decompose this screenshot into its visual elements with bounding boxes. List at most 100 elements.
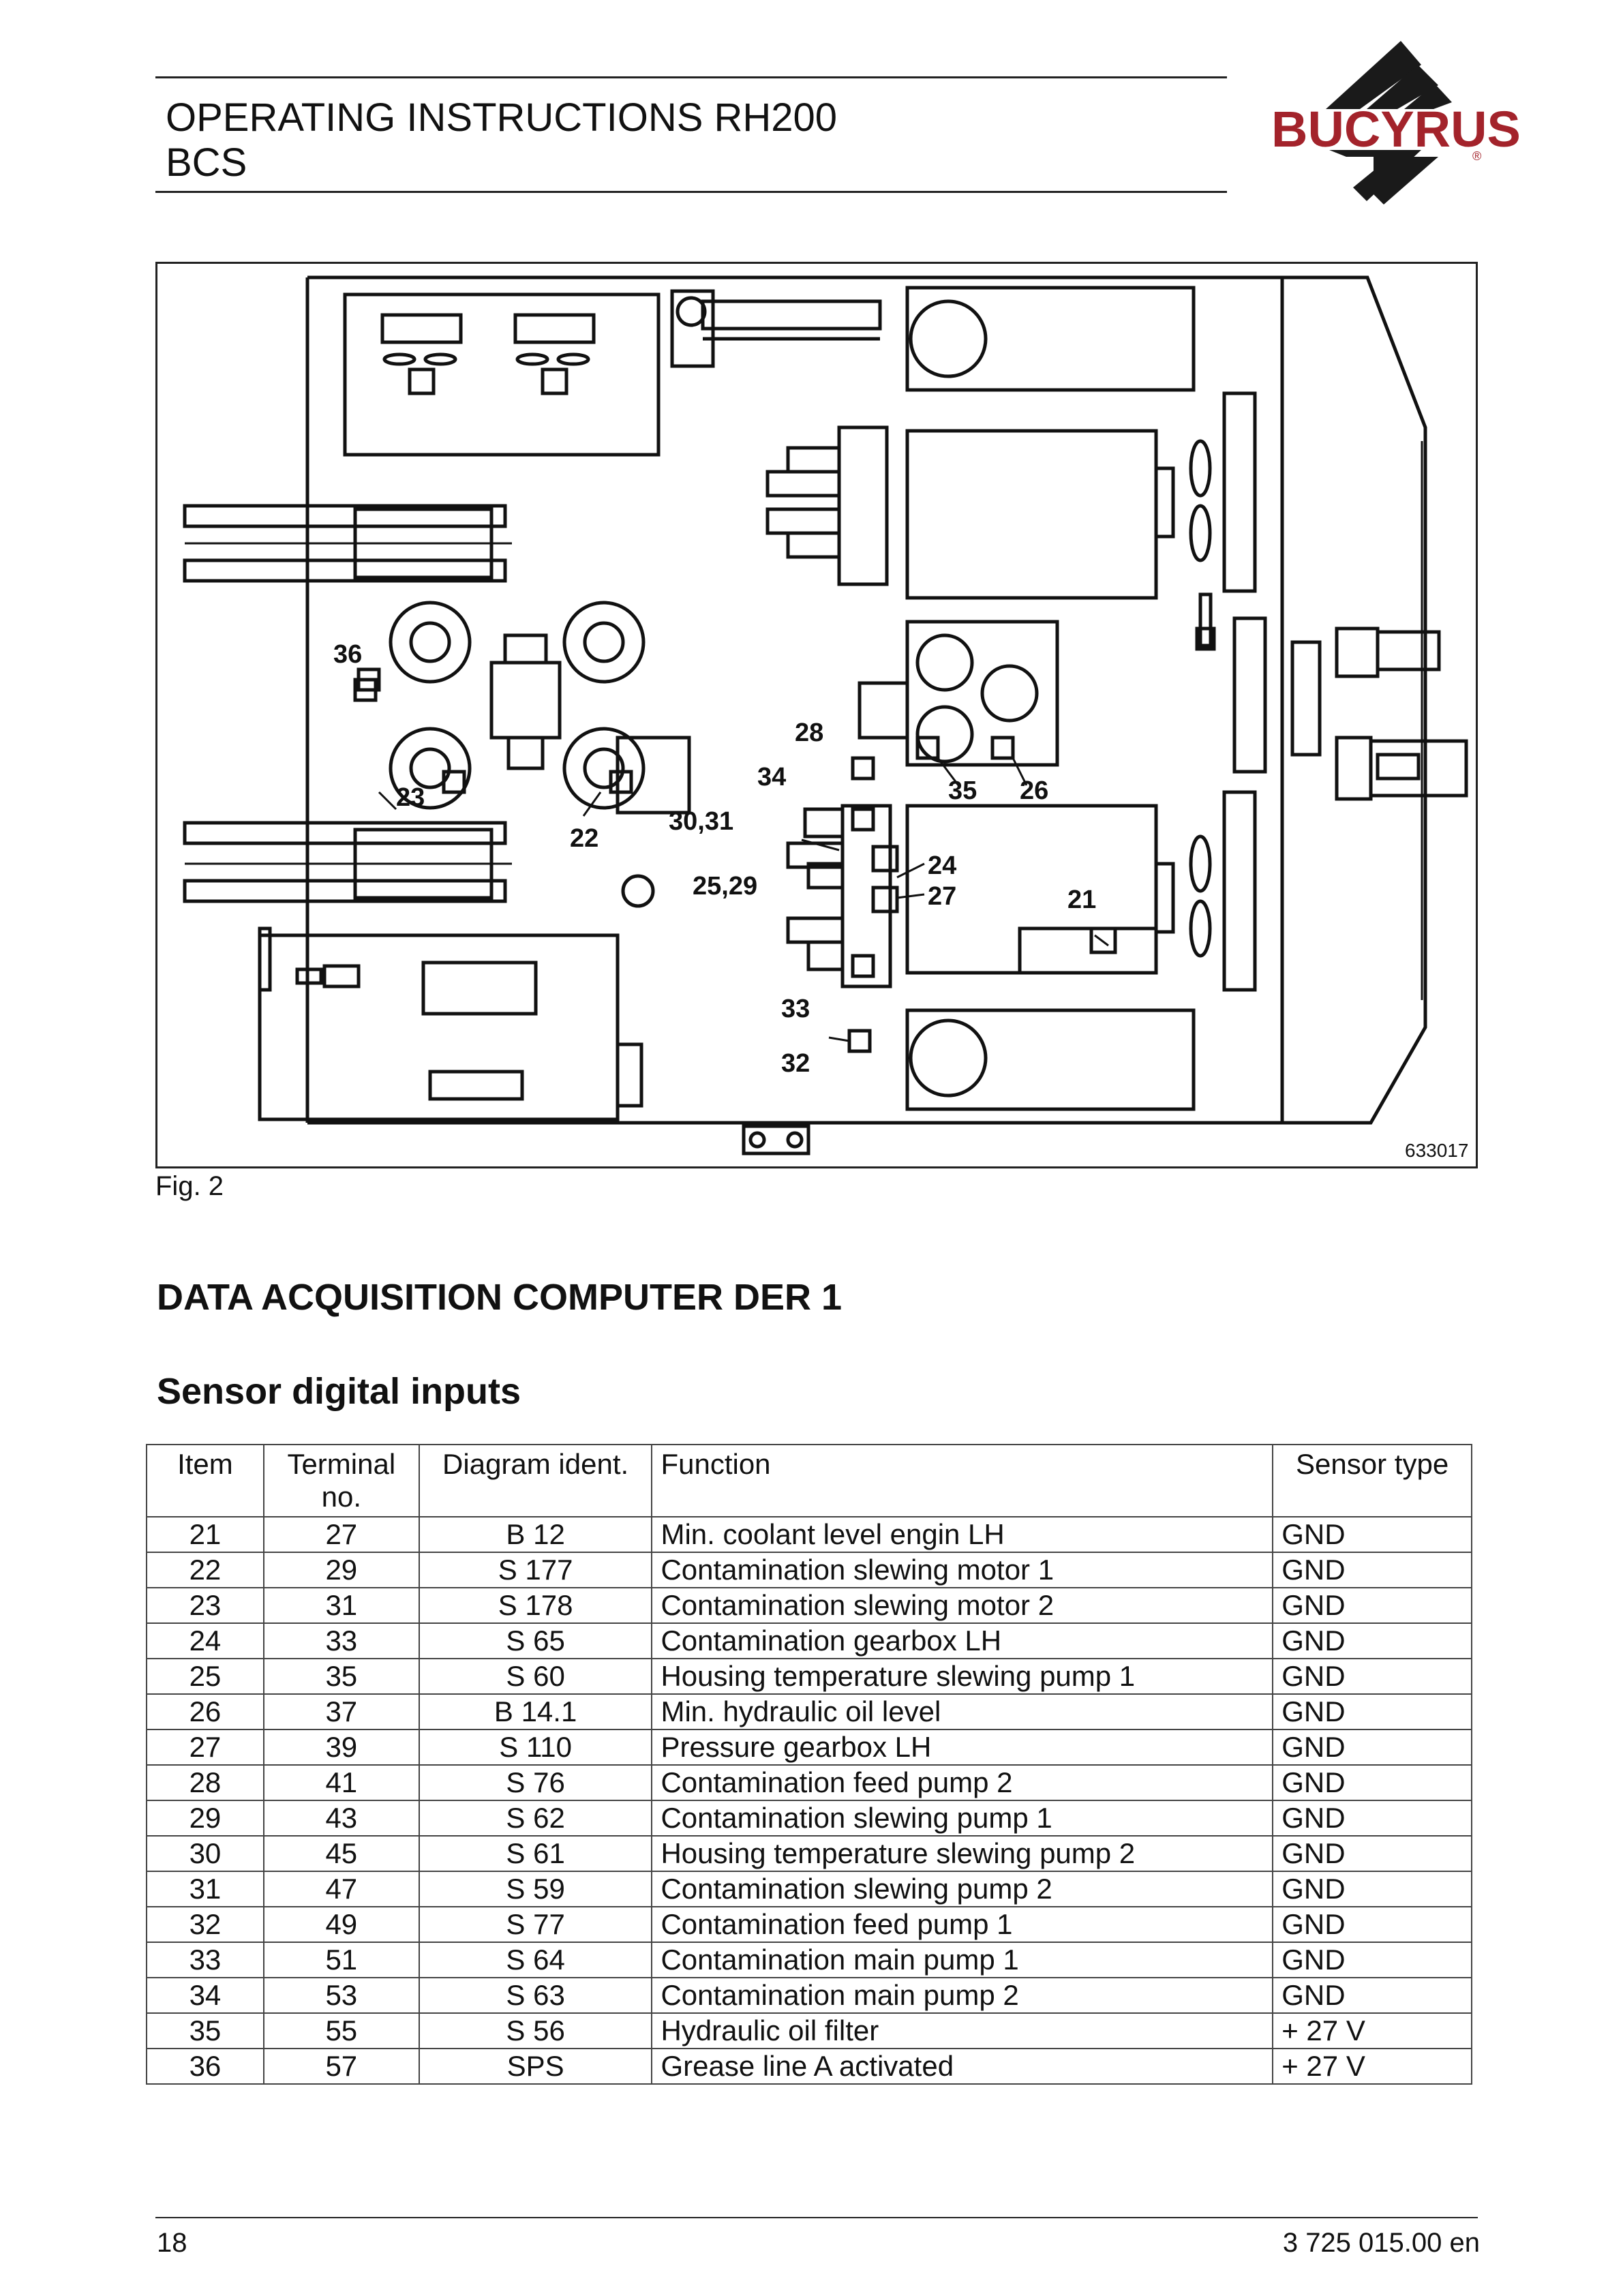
cell-function: Pressure gearbox LH (651, 1729, 1274, 1766)
figure-frame: 36 23 22 28 34 30,31 35 26 24 27 25,29 2… (155, 262, 1478, 1168)
cell-function: Grease line A activated (651, 2048, 1274, 2085)
control-panel-diagram (183, 275, 1468, 1155)
cell-item: 24 (146, 1622, 264, 1659)
header-terminal: Terminal no. (262, 1444, 420, 1517)
cell-item: 30 (146, 1835, 264, 1872)
cell-item: 28 (146, 1764, 264, 1801)
footer-rule (155, 2217, 1478, 2218)
cell-sensor-type: GND (1272, 1693, 1472, 1730)
cell-function: Min. hydraulic oil level (651, 1693, 1274, 1730)
cell-sensor-type: GND (1272, 1942, 1472, 1978)
cell-terminal: 29 (262, 1552, 420, 1588)
cell-sensor-type: GND (1272, 1552, 1472, 1588)
cell-terminal: 45 (262, 1835, 420, 1872)
table-header-row: Item Terminal no. Diagram ident. Functio… (146, 1444, 1472, 1517)
cell-function: Contamination slewing motor 1 (651, 1552, 1274, 1588)
cell-item: 34 (146, 1977, 264, 2014)
cell-sensor-type: + 27 V (1272, 2012, 1472, 2049)
logo-text: BUCYRUS (1271, 101, 1521, 157)
cell-sensor-type: GND (1272, 1764, 1472, 1801)
cell-item: 22 (146, 1552, 264, 1588)
cell-item: 23 (146, 1587, 264, 1624)
logo-stripes-icon (1326, 41, 1452, 205)
cell-terminal: 43 (262, 1800, 420, 1837)
header-function: Function (651, 1444, 1274, 1517)
cell-function: Contamination main pump 2 (651, 1977, 1274, 2014)
document-number: 3 725 015.00 en (1282, 2228, 1480, 2258)
cell-item: 32 (146, 1906, 264, 1943)
callout-36: 36 (333, 640, 362, 669)
callout-33: 33 (781, 995, 810, 1023)
cell-diagram: S 110 (418, 1729, 653, 1766)
figure-caption: Fig. 2 (155, 1171, 224, 1201)
cell-function: Contamination gearbox LH (651, 1622, 1274, 1659)
cell-diagram: SPS (418, 2048, 653, 2085)
callout-23: 23 (396, 783, 425, 812)
cell-function: Housing temperature slewing pump 1 (651, 1658, 1274, 1695)
header-item: Item (146, 1444, 264, 1517)
callout-22: 22 (570, 824, 598, 853)
cell-terminal: 35 (262, 1658, 420, 1695)
cell-diagram: S 178 (418, 1587, 653, 1624)
header-diagram: Diagram ident. (418, 1444, 653, 1517)
section-title: DATA ACQUISITION COMPUTER DER 1 (157, 1277, 843, 1318)
cell-sensor-type: GND (1272, 1729, 1472, 1766)
cell-sensor-type: GND (1272, 1622, 1472, 1659)
cell-sensor-type: GND (1272, 1658, 1472, 1695)
cell-diagram: S 77 (418, 1906, 653, 1943)
cell-diagram: S 63 (418, 1977, 653, 2014)
cell-terminal: 57 (262, 2048, 420, 2085)
cell-function: Housing temperature slewing pump 2 (651, 1835, 1274, 1872)
cell-terminal: 55 (262, 2012, 420, 2049)
cell-sensor-type: GND (1272, 1906, 1472, 1943)
page-number: 18 (157, 2228, 187, 2258)
logo-registered: ® (1472, 149, 1481, 163)
cell-item: 31 (146, 1871, 264, 1907)
cell-terminal: 31 (262, 1587, 420, 1624)
callout-28: 28 (795, 719, 823, 747)
cell-diagram: S 64 (418, 1942, 653, 1978)
document-title: OPERATING INSTRUCTIONS RH200 (166, 95, 838, 140)
callout-25-29: 25,29 (693, 872, 757, 901)
cell-terminal: 33 (262, 1622, 420, 1659)
cell-diagram: B 14.1 (418, 1693, 653, 1730)
cell-terminal: 47 (262, 1871, 420, 1907)
cell-function: Contamination slewing motor 2 (651, 1587, 1274, 1624)
diagram-callouts: 36 23 22 28 34 30,31 35 26 24 27 25,29 2… (333, 640, 1468, 1161)
cell-sensor-type: GND (1272, 1835, 1472, 1872)
cell-item: 27 (146, 1729, 264, 1766)
callout-26: 26 (1020, 776, 1048, 805)
cell-terminal: 49 (262, 1906, 420, 1943)
cell-sensor-type: GND (1272, 1587, 1472, 1624)
callout-21: 21 (1067, 886, 1096, 914)
header-rule-bottom (155, 191, 1227, 193)
cell-diagram: S 61 (418, 1835, 653, 1872)
cell-function: Contamination slewing pump 2 (651, 1871, 1274, 1907)
callout-27: 27 (928, 882, 956, 911)
cell-diagram: S 56 (418, 2012, 653, 2049)
cell-item: 21 (146, 1516, 264, 1553)
cell-sensor-type: GND (1272, 1516, 1472, 1553)
callout-32: 32 (781, 1049, 810, 1078)
cell-terminal: 51 (262, 1942, 420, 1978)
cell-terminal: 53 (262, 1977, 420, 2014)
cell-terminal: 41 (262, 1764, 420, 1801)
drawing-number: 633017 (1405, 1140, 1468, 1161)
cell-diagram: S 62 (418, 1800, 653, 1837)
cell-sensor-type: GND (1272, 1977, 1472, 2014)
cell-function: Contamination slewing pump 1 (651, 1800, 1274, 1837)
cell-function: Hydraulic oil filter (651, 2012, 1274, 2049)
callout-35: 35 (948, 776, 977, 805)
